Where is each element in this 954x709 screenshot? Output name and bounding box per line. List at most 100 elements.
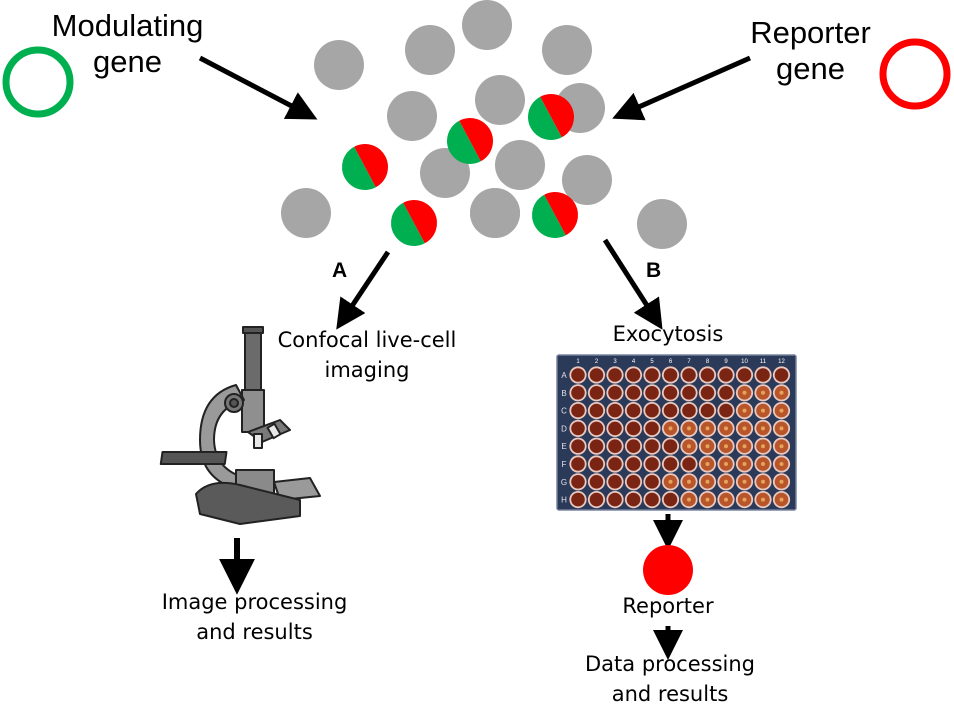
plate-well-center bbox=[779, 390, 784, 395]
plate-well-center bbox=[761, 497, 765, 502]
path-b-label: B bbox=[646, 259, 662, 282]
path-b-arrow bbox=[602, 238, 663, 330]
plate-well-center bbox=[724, 497, 728, 502]
image-processing-label-line1: Image processing bbox=[161, 590, 348, 614]
path-a-arrow bbox=[336, 250, 391, 330]
plate-well bbox=[589, 386, 604, 400]
plate-well-center bbox=[705, 444, 710, 449]
data-processing-label-line2: and results bbox=[611, 682, 729, 707]
plate-column-label: 3 bbox=[613, 359, 617, 365]
modulating-gene-label-line2: gene bbox=[93, 43, 162, 79]
transfected-cell bbox=[532, 192, 578, 238]
plate-well-center bbox=[705, 479, 710, 484]
plate-well-center bbox=[687, 426, 691, 431]
plate-well-center bbox=[724, 444, 728, 449]
plate-column-label: 4 bbox=[632, 359, 636, 365]
plate-well-center bbox=[779, 444, 784, 449]
plate-well bbox=[682, 368, 696, 382]
plate-well bbox=[571, 403, 585, 418]
reporter-dot-icon bbox=[643, 545, 693, 595]
plate-well-center bbox=[779, 497, 784, 502]
plate-well bbox=[571, 386, 585, 400]
plate-well bbox=[645, 386, 659, 400]
confocal-label-line2: imaging bbox=[324, 358, 410, 383]
modulating-gene-label-line1: Modulating bbox=[51, 8, 204, 43]
gray-cell bbox=[542, 25, 592, 75]
plate-well-center bbox=[705, 497, 710, 502]
plate-well bbox=[700, 386, 715, 400]
plate-well-center bbox=[761, 426, 765, 431]
plate-row-label: G bbox=[561, 478, 567, 487]
plate-well bbox=[571, 421, 585, 436]
gray-cell bbox=[462, 0, 512, 50]
plate-well bbox=[626, 368, 641, 382]
confocal-label: Confocal live-cell imaging bbox=[262, 328, 472, 382]
plate-well-center bbox=[761, 390, 765, 395]
plate-well bbox=[626, 403, 641, 418]
plate-well bbox=[663, 386, 678, 400]
plate-well bbox=[626, 439, 641, 454]
plate-well bbox=[589, 492, 604, 507]
plate-well bbox=[626, 457, 641, 471]
plate-well-center bbox=[687, 497, 691, 502]
gray-cell bbox=[387, 91, 437, 141]
plate-column-label: 5 bbox=[650, 359, 654, 365]
plate-well bbox=[571, 475, 585, 489]
plate-well-center bbox=[705, 462, 710, 466]
plate-well bbox=[645, 457, 659, 471]
transfected-cell bbox=[391, 200, 437, 246]
image-processing-label-line2: and results bbox=[196, 620, 313, 645]
reporter-gene-label: Reporter gene bbox=[738, 15, 883, 86]
plate-well bbox=[608, 403, 622, 418]
confocal-label-line1: Confocal live-cell bbox=[277, 328, 457, 352]
plate-well bbox=[645, 368, 659, 382]
plate-column-label: 12 bbox=[778, 359, 785, 365]
transfected-cell bbox=[528, 94, 574, 140]
plate-well bbox=[774, 368, 789, 382]
plate-well bbox=[589, 421, 604, 436]
plate-well bbox=[682, 403, 696, 418]
plate-column-label: 8 bbox=[706, 359, 710, 365]
plate-well bbox=[626, 492, 641, 507]
gray-cell bbox=[637, 199, 687, 249]
reporter-gene-plasmid-icon bbox=[879, 38, 951, 110]
gray-cell bbox=[281, 188, 331, 238]
plate-well bbox=[608, 386, 622, 400]
plate-well bbox=[682, 386, 696, 400]
plate-well bbox=[663, 439, 678, 454]
image-processing-label: Image processing and results bbox=[142, 590, 367, 644]
plate-well bbox=[608, 492, 622, 507]
plate-well-center bbox=[742, 390, 747, 395]
plate-well-center bbox=[779, 426, 784, 431]
plate-well bbox=[645, 475, 659, 489]
plate-well bbox=[608, 439, 622, 454]
plate-row-label: E bbox=[561, 442, 566, 451]
plate-well-center bbox=[668, 479, 673, 484]
path-a-label: A bbox=[332, 259, 348, 282]
untransfected-cells bbox=[281, 0, 687, 249]
plate-well-center bbox=[724, 462, 728, 466]
transfected-cell bbox=[447, 118, 493, 164]
plate-well bbox=[719, 386, 733, 400]
data-processing-label: Data processing and results bbox=[565, 652, 775, 706]
plate-well bbox=[571, 457, 585, 471]
plate-well bbox=[700, 403, 715, 418]
gray-cell bbox=[420, 148, 470, 198]
plate-well-center bbox=[742, 497, 747, 502]
plate-well bbox=[719, 403, 733, 418]
plate-well-center bbox=[761, 462, 765, 466]
plate-well-center bbox=[705, 426, 710, 431]
plate-well bbox=[682, 457, 696, 471]
plate-well-center bbox=[761, 408, 765, 413]
plate-well bbox=[571, 439, 585, 454]
plate-row-label: A bbox=[561, 371, 567, 380]
plate-column-label: 9 bbox=[724, 359, 728, 365]
plate-well bbox=[645, 492, 659, 507]
plate-row-label: F bbox=[562, 460, 567, 469]
gray-cell bbox=[314, 40, 364, 90]
plate-well-center bbox=[724, 426, 728, 431]
plate-well-center bbox=[742, 408, 747, 413]
plate-column-label: 7 bbox=[687, 359, 691, 365]
plate-well bbox=[571, 368, 585, 382]
